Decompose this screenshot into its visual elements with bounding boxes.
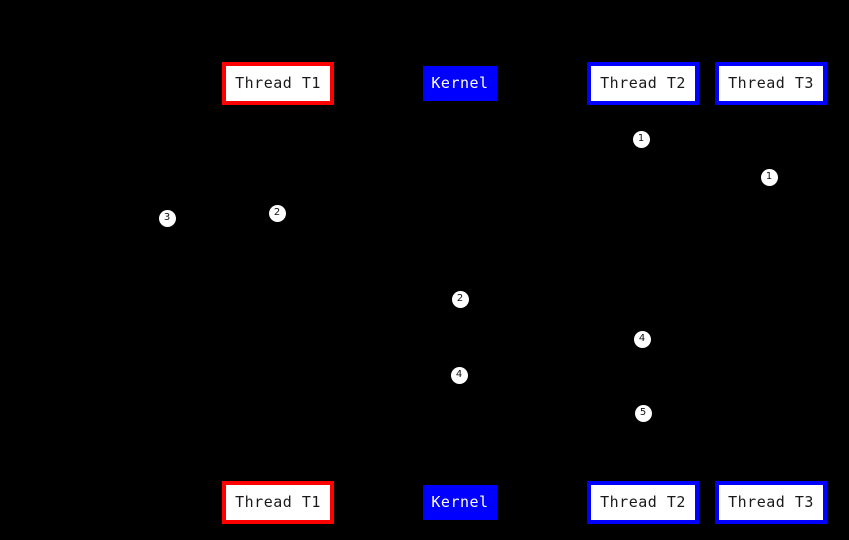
participant-label: Kernel (431, 493, 489, 511)
participant-kernel-top[interactable]: Kernel (423, 66, 497, 101)
step-badge: 3 (158, 209, 176, 227)
step-badge: 4 (450, 366, 468, 384)
participant-t2-top[interactable]: Thread T2 (587, 62, 699, 105)
participant-label: Thread T1 (235, 74, 321, 92)
participant-kernel-bottom[interactable]: Kernel (423, 485, 497, 520)
message-arrow (460, 345, 644, 351)
participant-t1-top[interactable]: Thread T1 (222, 62, 334, 105)
participant-t2-bottom[interactable]: Thread T2 (587, 481, 699, 524)
message-arrow (459, 145, 643, 151)
participant-t3-bottom[interactable]: Thread T3 (715, 481, 827, 524)
participant-label: Thread T3 (728, 493, 814, 511)
step-badge: 4 (633, 330, 651, 348)
message-arrow (642, 183, 771, 189)
participant-label: Thread T3 (728, 74, 814, 92)
message-arrow (460, 419, 644, 425)
lifeline-t2 (643, 105, 644, 481)
step-badge: 2 (451, 290, 469, 308)
participant-label: Kernel (431, 74, 489, 92)
step-badge: 2 (268, 204, 286, 222)
step-badge: 5 (634, 404, 652, 422)
message-arrow (277, 219, 460, 225)
lifeline-t3 (771, 105, 772, 481)
step-badge: 1 (632, 130, 650, 148)
participant-t3-top[interactable]: Thread T3 (715, 62, 827, 105)
participant-label: Thread T1 (235, 493, 321, 511)
participant-label: Thread T2 (600, 493, 686, 511)
message-arrow (278, 305, 461, 311)
step-badge: 1 (760, 168, 778, 186)
participant-t1-bottom[interactable]: Thread T1 (222, 481, 334, 524)
message-arrow (459, 381, 643, 387)
participant-label: Thread T2 (600, 74, 686, 92)
lifeline-t1 (278, 105, 279, 481)
